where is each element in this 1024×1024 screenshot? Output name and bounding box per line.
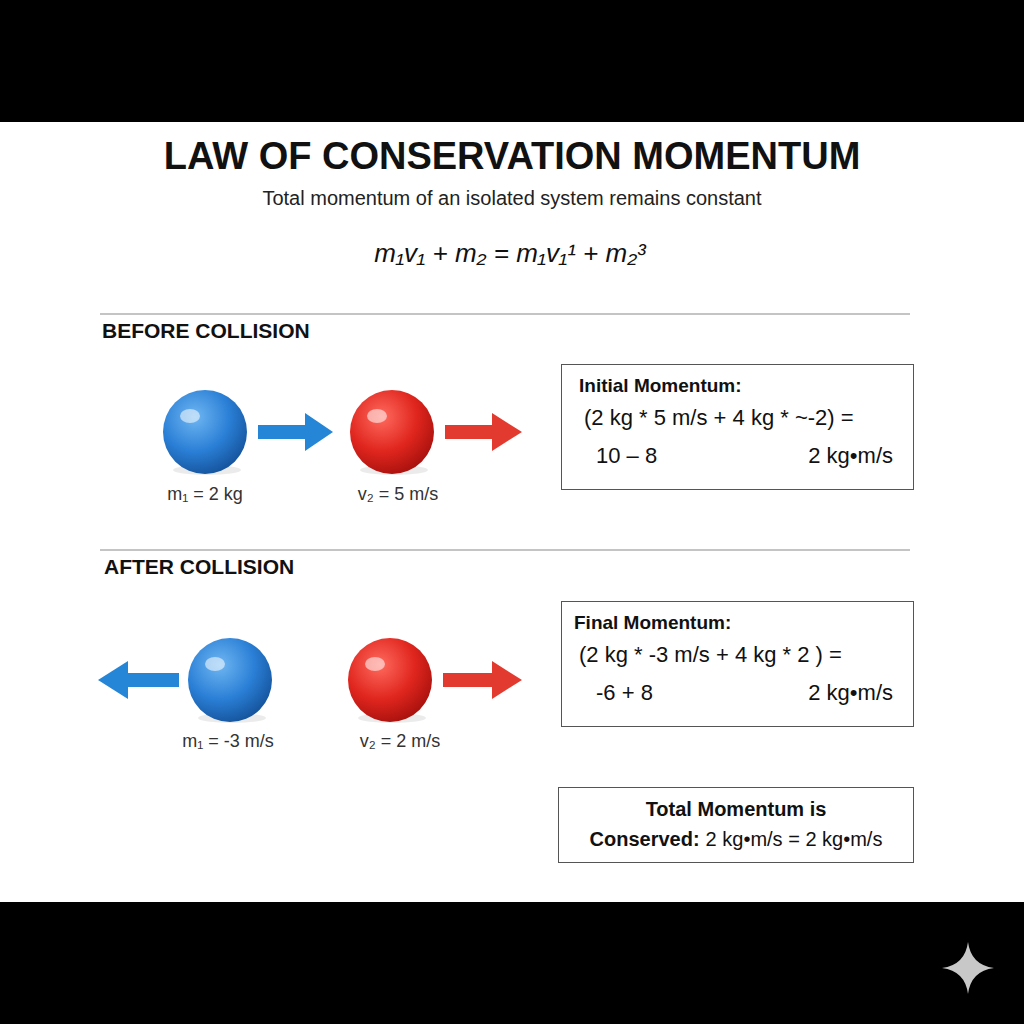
box-heading: Total Momentum is [646,797,827,821]
text-line: 2 kg•m/s [808,443,893,469]
top-band [0,0,1024,122]
formula: m₁v₁ + m₂ = m₁v₁¹ + m₂³ [374,238,645,269]
box-text: (2 kg * 5 m/s + 4 kg * ~-2) = [584,405,854,431]
ball-highlight [367,409,387,423]
velocity-arrow [445,425,493,439]
red-ball [348,638,432,722]
text-line: Initial Momentum: [579,375,742,398]
section-heading-holder: AFTER COLLISION [104,554,294,579]
velocity-arrow [492,413,522,451]
velocity-arrow [127,673,179,687]
ball-highlight [365,657,385,671]
blue-ball [163,390,247,474]
box-heading: Conserved: [590,827,700,851]
subtitle: Total momentum of an isolated system rem… [262,186,761,210]
bottom-band [0,902,1024,1024]
box-text: (2 kg * -3 m/s + 4 kg * 2 ) = [579,642,842,668]
divider-line [100,313,910,314]
section-heading: BEFORE COLLISION [102,318,310,343]
text-line: 2 kg•m/s [808,680,893,706]
blue-ball [188,638,272,722]
velocity-arrow [443,673,493,687]
text-line: Total Momentum is [559,797,913,821]
box-text: 2 kg•m/s [808,680,893,706]
velocity-arrow [258,425,306,439]
ball-label: v₂ = 5 m/s [358,484,439,506]
box-text: 2 kg•m/s = 2 kg•m/s [706,827,883,851]
ball-highlight [180,409,200,423]
ball-label: v₂ = 2 m/s [360,731,441,753]
momentum-box: Initial Momentum: (2 kg * 5 m/s + 4 kg * … [561,364,914,490]
velocity-arrow [492,661,522,699]
text-line: 10 – 8 [596,443,657,469]
velocity-arrow [305,413,333,451]
title: LAW OF CONSERVATION MOMENTUM [164,134,861,180]
ball-highlight [205,657,225,671]
section-heading-holder: BEFORE COLLISION [102,318,310,343]
box-text: 2 kg•m/s [808,443,893,469]
box-text: -6 + 8 [596,680,653,706]
text-line: (2 kg * -3 m/s + 4 kg * 2 ) = [579,642,842,668]
title-holder: LAW OF CONSERVATION MOMENTUM [12,134,1012,180]
momentum-box: Final Momentum: (2 kg * -3 m/s + 4 kg * 2… [561,601,914,727]
ball-label-holder: v₂ = 2 m/s [0,731,900,753]
watermark-star [942,942,994,994]
ball-label: m₁ = -3 m/s [182,731,274,753]
velocity-arrow [98,661,128,699]
text-line: Final Momentum: [574,612,731,635]
red-ball [350,390,434,474]
box-heading: Initial Momentum: [579,375,742,398]
ball-label: m₁ = 2 kg [167,484,243,506]
momentum-box: Total Momentum is Conserved:2 kg•m/s = 2 … [558,787,914,863]
text-line: -6 + 8 [596,680,653,706]
text-line: (2 kg * 5 m/s + 4 kg * ~-2) = [584,405,854,431]
subtitle-holder: Total momentum of an isolated system rem… [12,186,1012,210]
divider-line [100,549,910,550]
section-heading: AFTER COLLISION [104,554,294,579]
text-line: Conserved:2 kg•m/s = 2 kg•m/s [559,827,913,851]
box-text: 10 – 8 [596,443,657,469]
box-heading: Final Momentum: [574,612,731,635]
formula-holder: m₁v₁ + m₂ = m₁v₁¹ + m₂³ [10,238,1010,269]
